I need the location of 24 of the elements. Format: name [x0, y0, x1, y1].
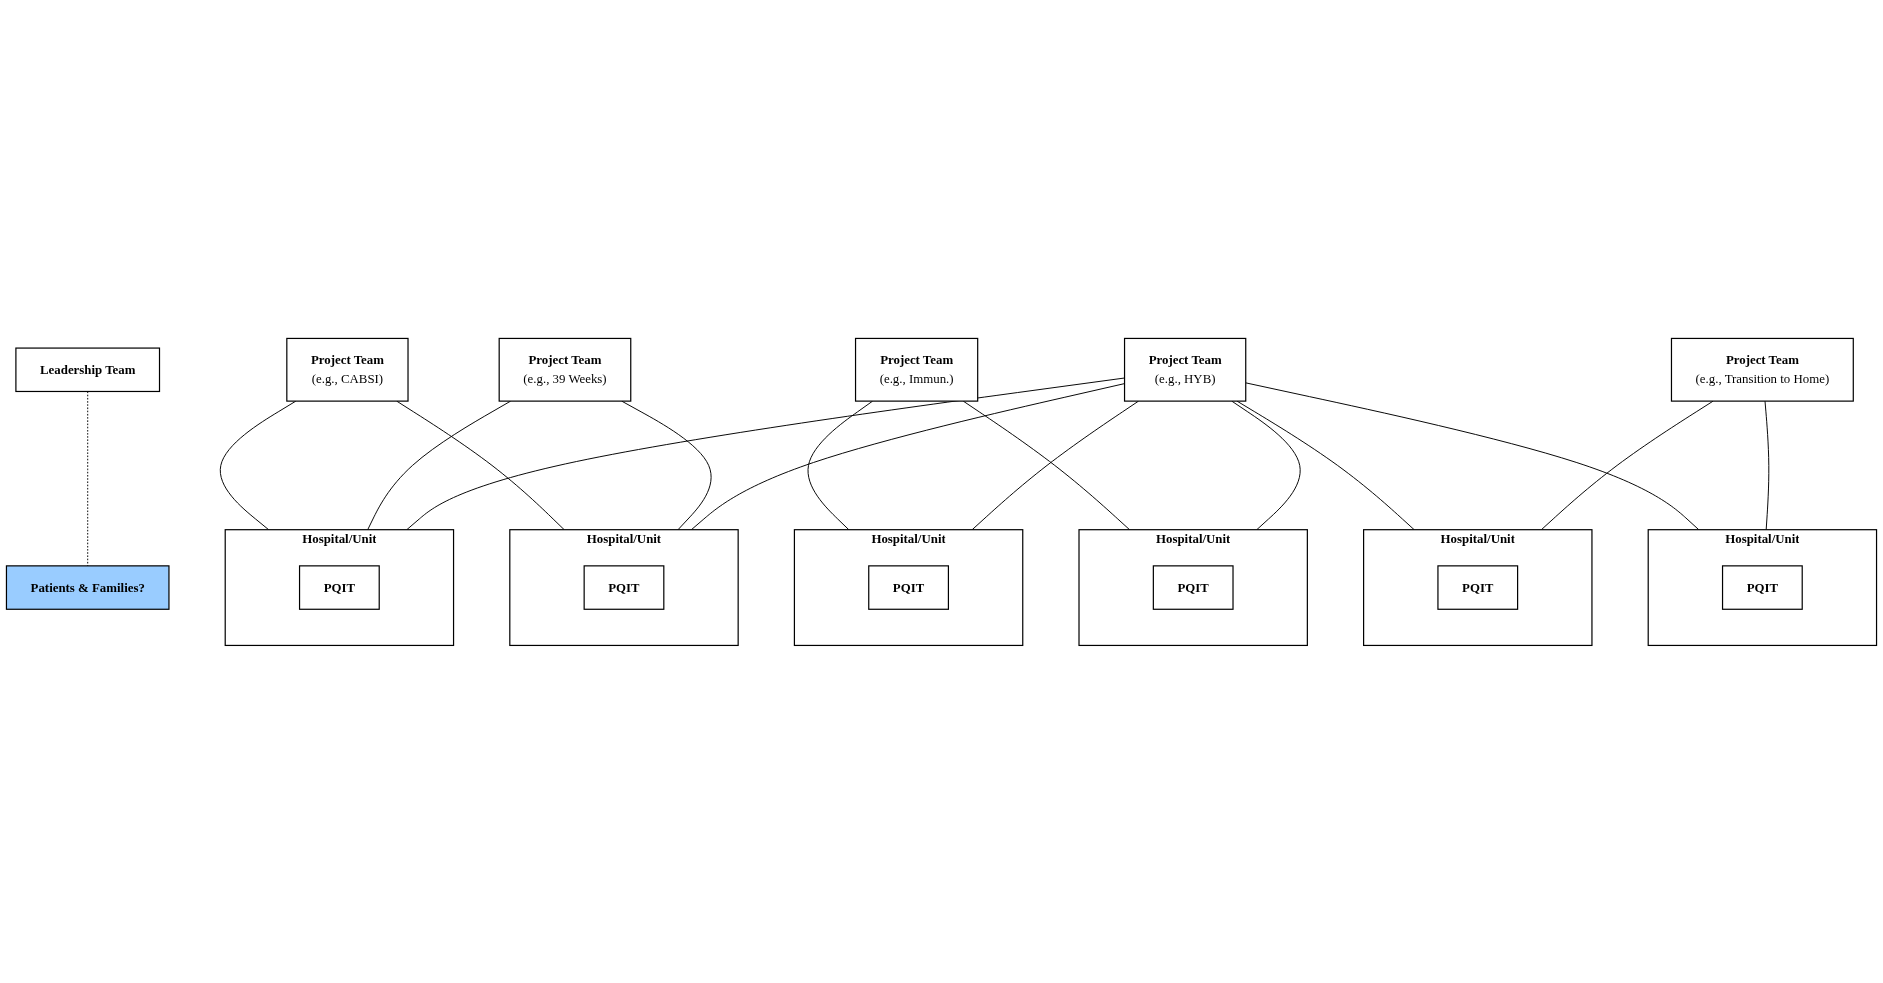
node-box: Project Team (e.g., Transition to Home)	[1670, 337, 1854, 402]
connector	[1245, 381, 1700, 530]
node-box: PQIT	[1152, 564, 1234, 610]
connector	[807, 400, 874, 530]
connector	[621, 400, 712, 530]
node-box: Leadership Team	[15, 347, 161, 392]
node-box: Project Team (e.g., 39 Weeks)	[498, 337, 632, 402]
node-box: PQIT	[298, 564, 380, 610]
node-box: Project Team (e.g., Immun.)	[854, 337, 979, 402]
connector	[367, 400, 512, 530]
node-box: Patients & Families?	[5, 564, 170, 610]
node-box: Project Team (e.g., CABSI)	[286, 337, 409, 402]
node-box: Project Team (e.g., HYB)	[1123, 337, 1247, 402]
node-box: PQIT	[1437, 564, 1519, 610]
node-box: PQIT	[583, 564, 665, 610]
connector	[87, 390, 89, 566]
connector	[1540, 400, 1714, 530]
connector	[1764, 400, 1770, 530]
connector	[396, 400, 565, 530]
node-box: PQIT	[1721, 564, 1803, 610]
node-box: PQIT	[868, 564, 949, 610]
connector	[1236, 400, 1415, 530]
connector	[219, 400, 297, 530]
connector	[1231, 400, 1301, 530]
